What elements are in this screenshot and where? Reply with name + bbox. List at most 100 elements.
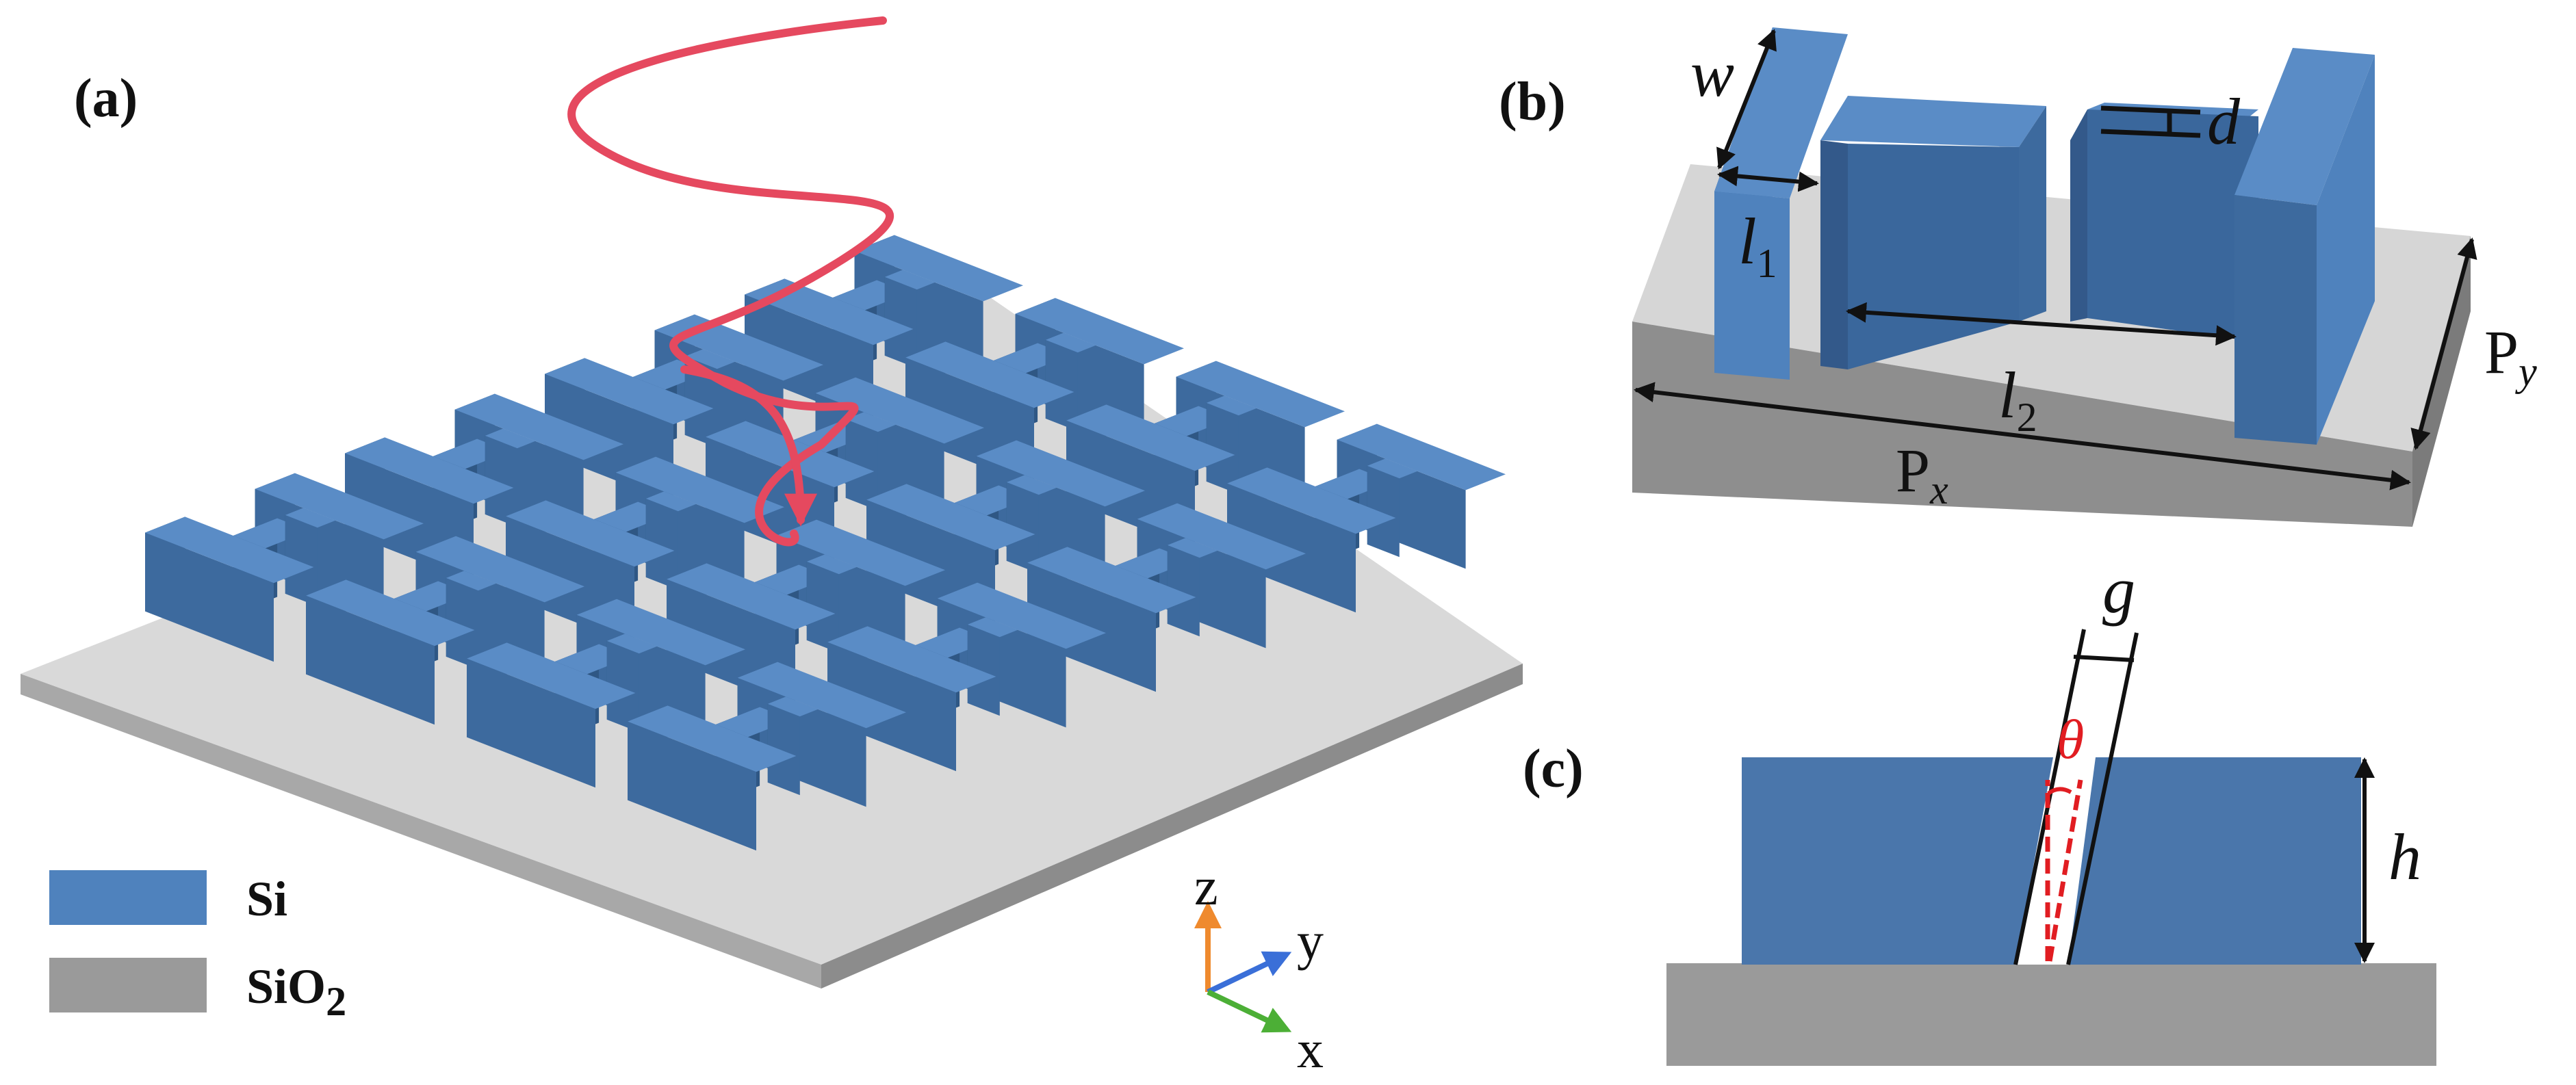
dim-py-label: Py <box>2484 319 2537 394</box>
panel-c: (c) g θ h <box>1523 553 2436 1066</box>
substrate-c <box>1666 963 2436 1066</box>
si-resonator-1-3-arm-b-face-top <box>1045 332 1096 353</box>
si-resonator-1-0-bar-back-face-top <box>415 536 584 603</box>
dim-h-label: h <box>2388 820 2421 893</box>
si-resonator-0-2-arm-b-face-front <box>684 356 717 448</box>
si-resonator-2-0-arm-b-face-top <box>606 633 658 654</box>
substrate-a-right <box>821 664 1523 989</box>
si-resonator-2-2-bar-back-face-top <box>976 440 1145 507</box>
si-resonator-2-2-bar-front-face-top <box>866 484 1035 551</box>
si-resonator-0-1-arm-b-face-top <box>485 428 536 449</box>
legend-swatch-si <box>49 870 207 925</box>
si-resonator-1-0-arm-b-face-front <box>446 577 478 670</box>
si-resonator-0-3-arm-b-face-top <box>884 270 936 290</box>
dim-px-label: Px <box>1896 437 1948 512</box>
si-resonator-array <box>145 235 1506 851</box>
si-resonator-3-0-arm-b-face-top <box>767 696 819 717</box>
si-resonator-1-2-arm-b-face-front <box>845 419 878 511</box>
theta-ref-slant <box>2047 779 2083 962</box>
panel-b-label: (b) <box>1499 72 1566 132</box>
dimension-px: Px <box>1634 382 2411 512</box>
legend-label-si: Si <box>246 872 287 926</box>
si-resonator-1-0-arm-b-face-top <box>446 571 497 591</box>
si-resonator-0-2-arm-b-face-top <box>684 349 736 369</box>
si-resonator-3-1-bar-back-face-top <box>937 582 1106 649</box>
si-resonator-0-0-bar-front-face-front <box>145 532 274 662</box>
si-resonator-1-3-arm-b-face-front <box>1045 339 1078 432</box>
dim-g-line <box>2073 655 2135 662</box>
si-resonator-1-2-arm-b-face-top <box>845 412 897 432</box>
si-resonator-1-1-bar-front-face-top <box>506 500 675 567</box>
dimension-d: d <box>2100 85 2241 158</box>
axis-y-label: y <box>1297 911 1324 971</box>
si-resonator-3-0-arm-b-face-front <box>767 703 800 796</box>
si-resonator-2-2-arm-b-face-front <box>1006 482 1039 574</box>
si-resonator-2-3-arm-b-face-front <box>1206 402 1239 495</box>
dimension-l1: l1 <box>1717 166 1819 286</box>
si-resonator-0-2-bar-front-face-top <box>545 358 714 425</box>
si-resonator-3-1-bar-front-face-top <box>827 626 996 693</box>
incident-wave <box>567 16 894 547</box>
unit-right-bar-side <box>2317 55 2375 445</box>
si-resonator-2-0-bar-front-face-top <box>467 642 636 709</box>
axis-y-arrow <box>1207 951 1292 995</box>
si-resonator-2-3-bar-back-face-top <box>1176 361 1345 428</box>
si-resonator-3-2-arm-b-face-top <box>1167 538 1218 558</box>
si-resonator-2-1-bar-back-face-top <box>776 519 945 586</box>
si-resonator-3-3-bar-front-face-top <box>1227 467 1396 534</box>
unit-left-bar-front <box>1714 192 1790 380</box>
si-resonator-1-3-bar-front-face-top <box>905 341 1074 408</box>
si-resonator-3-1-arm-b-face-front <box>967 624 1000 716</box>
panel-a: (a) Si SiO2 z y x <box>21 16 1523 1079</box>
si-resonator-1-2-bar-back-face-top <box>815 377 984 444</box>
si-resonator-3-1-arm-b-face-top <box>967 617 1018 638</box>
si-resonator-2-3-bar-front-face-top <box>1066 404 1235 471</box>
si-resonator-3-3-bar-back-face-top <box>1337 423 1506 491</box>
si-resonator-0-0-bar-back-face-top <box>255 473 424 540</box>
theta-arc <box>2047 787 2072 796</box>
legend: Si SiO2 <box>49 870 346 1024</box>
si-resonator-3-3-bar-front-face-front <box>1227 483 1356 613</box>
legend-swatch-sio2 <box>49 958 207 1012</box>
dim-d-label: d <box>2207 85 2241 158</box>
dimension-w: w <box>1690 29 1777 170</box>
si-resonator-0-0-arm-b-face-front <box>285 514 318 607</box>
si-resonator-2-0-bar-back-face-top <box>576 599 745 666</box>
dimension-py: Py <box>2410 237 2537 450</box>
si-resonator-1-1-arm-b-face-top <box>645 491 697 512</box>
unit-right-bar-top <box>2234 48 2375 205</box>
si-resonator-2-1-arm-b-face-top <box>806 554 858 575</box>
si-resonator-2-1-arm-b-face-front <box>806 561 839 653</box>
si-resonator-3-0-bar-front-face-top <box>628 705 797 772</box>
substrate-a-front <box>21 674 821 989</box>
axis-x-arrow <box>1207 989 1292 1033</box>
unit-right-arm-side <box>2087 109 2258 342</box>
panel-a-label: (a) <box>74 68 138 129</box>
si-resonator-3-2-bar-front-face-top <box>1027 547 1196 614</box>
si-resonator-3-0-bar-back-face-top <box>737 662 906 729</box>
si-resonator-0-3-bar-back-face-top <box>854 235 1023 302</box>
si-resonator-3-3-arm-b-face-front <box>1367 465 1400 558</box>
incident-wave-arrow <box>680 365 817 527</box>
si-resonator-1-0-bar-front-face-front <box>306 595 435 725</box>
coordinate-axes: z y x <box>1194 857 1324 1079</box>
si-resonator-2-0-bar-front-face-front <box>467 658 595 788</box>
si-resonator-2-3-arm-b-face-top <box>1206 395 1257 416</box>
si-resonator-1-3-bar-back-face-top <box>1015 298 1184 365</box>
theta-label: θ <box>2057 708 2084 770</box>
si-resonator-3-3-arm-b-face-top <box>1367 458 1418 479</box>
si-resonator-3-1-bar-front-face-front <box>827 642 956 772</box>
si-resonator-3-2-bar-front-face-front <box>1027 562 1156 692</box>
dim-g-label: g <box>2102 553 2135 627</box>
si-resonator-3-2-arm-b-face-front <box>1167 545 1200 637</box>
axis-x-label: x <box>1297 1019 1324 1079</box>
si-resonator-2-1-bar-front-face-top <box>667 563 836 630</box>
gap-edge-right <box>2066 632 2139 965</box>
dim-w-label: w <box>1690 37 1734 110</box>
si-resonator-3-2-bar-back-face-top <box>1137 503 1306 570</box>
unit-left-arm-top <box>1820 96 2046 147</box>
si-resonator-0-1-bar-front-face-top <box>345 437 514 504</box>
si-resonator-0-1-arm-b-face-front <box>485 435 517 527</box>
unit-right-arm-front <box>2070 109 2087 322</box>
